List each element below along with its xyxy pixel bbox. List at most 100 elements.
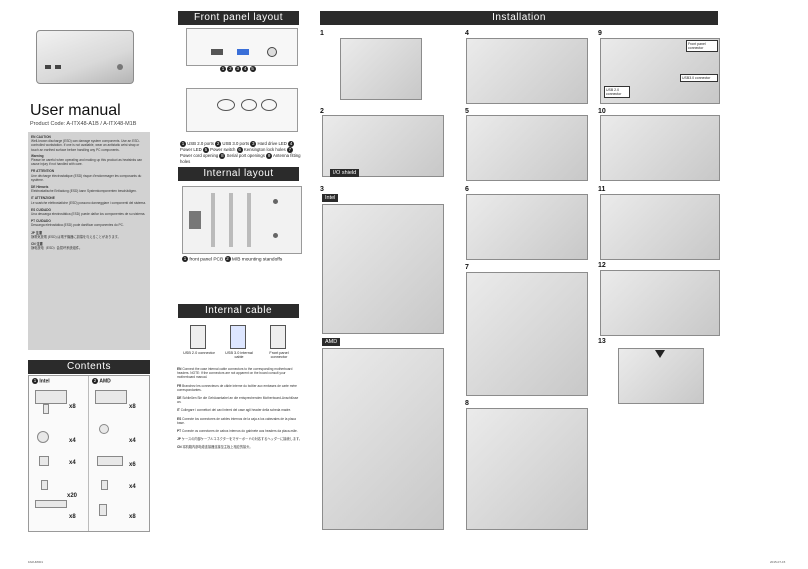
intel-bracket-part	[35, 390, 67, 404]
step-number-11: 11	[598, 186, 606, 193]
usb3-cable-graphic	[230, 325, 246, 349]
caution-jp: JP 注意静電気放電 (ESD) は電子機器に損傷を与えることがあります。	[31, 230, 121, 239]
step-number-2: 2	[320, 108, 324, 115]
footer-left-code: FA0UM001	[28, 560, 44, 564]
front-panel-header: Front panel layout	[178, 11, 299, 25]
step-3-intel-image	[322, 204, 444, 334]
cable-text-it: IT Collegare i connettori dei cavi inter…	[177, 408, 292, 413]
intel-small-screw-part	[41, 480, 48, 490]
contents-amd-label: 2 AMD	[92, 378, 111, 385]
step-number-7: 7	[465, 264, 469, 271]
amd-qty-1: x8	[129, 404, 136, 410]
step-12-image	[600, 270, 720, 336]
intel-label: Intel	[322, 194, 339, 202]
usb2-connector-label: USB 2.0 connector	[183, 351, 215, 355]
contents-intel-label: 1 Intel	[32, 378, 50, 385]
serial-port-openings	[241, 99, 257, 111]
cable-text-de: DE Schließen Sie die Gehäusekabel an die…	[177, 396, 299, 405]
callout-usb20: USB 2.0 connector	[604, 86, 630, 98]
power-cord-opening	[217, 99, 235, 111]
intel-screw-part	[43, 404, 49, 414]
cable-instructions: EN Connect the case internal cable conne…	[177, 367, 303, 527]
amd-screw-part	[101, 480, 108, 490]
front-panel-pcb	[189, 211, 201, 229]
step-number-12: 12	[598, 262, 606, 269]
case-product-photo	[36, 30, 134, 84]
amd-label: AMD	[322, 338, 341, 346]
intel-qty-2: x4	[69, 438, 76, 444]
step-1-image	[340, 38, 422, 100]
step-number-3: 3	[320, 186, 324, 193]
cable-text-jp: JP ケースの内部ケーブルコネクターをマザーボードの対応するヘッダーに接続します…	[177, 437, 303, 442]
callout-front-panel: Front panel connector	[686, 40, 718, 52]
footer-right-code: 2015-07-15	[770, 560, 786, 564]
installation-header: Installation	[320, 11, 718, 25]
step-4-image	[466, 38, 588, 104]
usb3-cable-label: USB 3.0 internal cable	[225, 351, 253, 359]
front-panel-diagram	[186, 28, 298, 66]
caution-cn: CN 注意静电放电（ESD）会损坏系统组件。	[31, 242, 83, 251]
intel-qty-5: x8	[69, 514, 76, 520]
cable-text-en: EN Connect the case internal cable conne…	[177, 367, 293, 380]
step-7-image	[466, 272, 588, 396]
step-2-image	[322, 115, 444, 177]
intel-standoff-part	[39, 456, 49, 466]
amd-washer-part	[99, 424, 109, 434]
intel-qty-3: x4	[69, 460, 76, 466]
amd-bracket-part	[95, 390, 127, 404]
amd-qty-2: x4	[129, 438, 136, 444]
internal-layout-diagram	[182, 186, 302, 254]
usb2-connector-graphic	[190, 325, 206, 349]
amd-qty-4: x4	[129, 484, 136, 490]
contents-panel: 1 Intel 2 AMD x8 x4 x4 x20 x8 x8 x4 x6 x…	[28, 375, 150, 532]
callout-usb30: USB3.0 connector	[680, 74, 718, 82]
io-shield-label: I/O shield	[330, 169, 360, 177]
step-10-image	[600, 115, 720, 181]
intel-rail-part	[35, 500, 67, 508]
step-3-amd-image	[322, 348, 444, 530]
step-number-5: 5	[465, 108, 469, 115]
intel-pushpin-part	[37, 431, 49, 443]
step-5-image	[466, 115, 588, 181]
step-number-6: 6	[465, 186, 469, 193]
product-code: Product Code: A-ITX48-A1B / A-ITX48-M1B	[30, 121, 137, 127]
step-number-1: 1	[320, 30, 324, 37]
step-number-10: 10	[598, 108, 606, 115]
step-number-13: 13	[598, 338, 606, 345]
intel-qty-1: x8	[69, 404, 76, 410]
front-panel-connector-graphic	[270, 325, 286, 349]
internal-layout-header: Internal layout	[178, 167, 299, 181]
power-button	[267, 47, 277, 57]
cable-text-fr: FR Branchez les connecteurs de câble int…	[177, 383, 297, 392]
step-number-4: 4	[465, 30, 469, 37]
amd-plate-part	[97, 456, 123, 466]
contents-header: Contents	[28, 360, 150, 374]
amd-standoff-part	[99, 504, 107, 516]
amd-qty-3: x6	[129, 462, 136, 468]
step-number-8: 8	[465, 400, 469, 407]
usb3-ports	[237, 49, 249, 55]
step-6-image	[466, 194, 588, 260]
manual-title: User manual	[30, 102, 121, 119]
down-arrow-icon	[655, 350, 665, 358]
antenna-fitting-holes	[261, 99, 277, 111]
front-panel-legend: 1 USB 2.0 ports 2 USB 3.0 ports 3 Hard d…	[180, 141, 301, 165]
cable-text-cn: CN 将机箱内部电缆连接器连接至主板上相应的接头。	[177, 445, 253, 450]
rear-panel-diagram	[186, 88, 298, 132]
intel-qty-4: x20	[67, 493, 78, 499]
cable-connectors-header: Internal cable connectors	[178, 304, 299, 330]
internal-legend: 1 front panel PCB 2 M/B mounting standof…	[182, 256, 283, 263]
step-11-image	[600, 194, 720, 260]
cable-text-es: ES Conecte los conectores de cables inte…	[177, 416, 296, 425]
cable-text-pt: PT Conecte os conectores de cabos intern…	[177, 429, 298, 434]
step-8-image	[466, 408, 588, 530]
amd-qty-5: x8	[129, 514, 136, 520]
front-panel-connector-label: Front panel connector	[269, 351, 289, 359]
step-number-9: 9	[598, 30, 602, 37]
front-callout-numbers: 1 2 3 4 5	[220, 66, 256, 72]
